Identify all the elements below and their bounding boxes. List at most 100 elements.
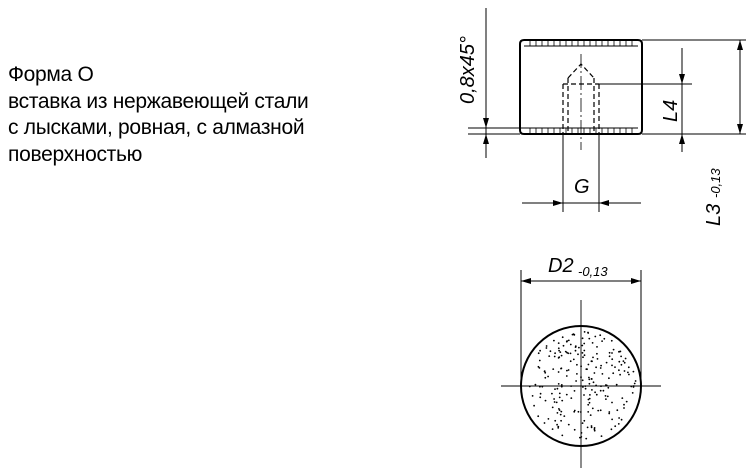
grit-dot [576, 373, 578, 375]
diamond-grit-dots [528, 331, 637, 440]
grit-dot [579, 411, 582, 413]
grit-dot [608, 412, 611, 415]
grit-dot [608, 355, 611, 358]
grit-dot [557, 427, 560, 429]
top-view [501, 270, 661, 468]
d2-tolerance-label: -0,13 [578, 264, 608, 279]
grit-dot [558, 392, 561, 395]
grit-dot [560, 385, 563, 388]
grit-dot [553, 401, 556, 403]
l4-label: L4 [660, 100, 682, 122]
g-label: G [574, 176, 590, 198]
grit-dot [605, 361, 608, 364]
grit-dot [587, 331, 589, 334]
grit-dot [618, 360, 621, 363]
grit-dot [569, 343, 572, 346]
grit-dot [551, 428, 554, 430]
grit-dot [587, 403, 590, 406]
thread-hatch-top [529, 41, 633, 46]
grit-dot [622, 360, 625, 362]
grit-dot [537, 352, 540, 355]
grit-dot [586, 368, 588, 371]
grit-dot [587, 398, 590, 401]
grit-dot [604, 395, 607, 397]
grit-dot [554, 419, 557, 422]
grit-dot [560, 410, 563, 413]
grit-dot [611, 352, 613, 354]
grit-dot [580, 432, 583, 434]
grit-dot [557, 425, 560, 428]
grit-dot [582, 386, 584, 388]
grit-dot [590, 360, 593, 363]
grit-dot [608, 411, 611, 413]
grit-dot [556, 387, 559, 390]
grit-dot [610, 339, 613, 342]
grit-dot [592, 356, 594, 359]
grit-dot [533, 404, 535, 407]
grit-dot [620, 355, 622, 358]
side-view [468, 8, 746, 212]
grit-dot [605, 384, 607, 386]
grit-dot [544, 371, 547, 374]
grit-dot [619, 350, 622, 353]
grit-dot [588, 382, 591, 385]
grit-dot [560, 384, 563, 386]
grit-dot [600, 385, 602, 388]
grit-dot [562, 344, 565, 347]
grit-dot [590, 425, 593, 427]
grit-dot [593, 429, 596, 432]
grit-dot [547, 375, 549, 378]
grit-dot [554, 352, 556, 355]
grit-dot [595, 384, 597, 387]
grit-dot [547, 418, 550, 420]
grit-dot [616, 409, 619, 412]
grit-dot [569, 360, 572, 363]
grit-dot [528, 385, 531, 388]
grit-dot [575, 380, 577, 382]
grit-dot [581, 344, 584, 347]
grit-dot [619, 373, 621, 376]
grit-dot [620, 363, 623, 366]
grit-dot [591, 342, 594, 344]
grit-dot [544, 376, 547, 379]
grit-dot [557, 342, 560, 344]
grit-dot [623, 370, 626, 372]
grit-dot [634, 380, 637, 382]
grit-dot [599, 389, 602, 392]
grit-dot [548, 355, 551, 357]
thread-hatch-bottom [529, 128, 633, 133]
grit-dot [560, 367, 563, 370]
grit-dot [541, 385, 544, 388]
grit-dot [583, 419, 586, 422]
grit-dot [601, 340, 603, 342]
d2-label: D2 [548, 255, 574, 277]
grit-dot [632, 386, 635, 388]
grit-dot [549, 350, 552, 353]
grit-dot [570, 397, 573, 399]
grit-dot [588, 376, 590, 379]
grit-dot [583, 349, 586, 352]
grit-dot [558, 409, 561, 411]
grit-dot [567, 423, 570, 426]
grit-dot [588, 378, 591, 381]
insert-body-outline [519, 39, 643, 135]
grit-dot [623, 361, 626, 364]
grit-dot [632, 370, 635, 373]
grit-dot [543, 422, 546, 424]
description-line-2: с лысками, ровная, с алмазной [8, 116, 305, 139]
grit-dot [593, 427, 596, 429]
grit-dot [588, 401, 591, 404]
grit-dot [600, 435, 603, 437]
grit-dot [592, 381, 595, 384]
grit-dot [561, 336, 564, 339]
grit-dot [623, 407, 625, 409]
grit-dot [582, 356, 584, 359]
grit-dot [621, 397, 624, 399]
grit-dot [618, 369, 620, 372]
grit-dot [608, 377, 610, 380]
grit-dot [633, 382, 636, 385]
grit-dot [586, 426, 589, 429]
form-title: Форма O [8, 63, 94, 86]
grit-dot [557, 383, 560, 385]
grit-dot [553, 339, 555, 342]
